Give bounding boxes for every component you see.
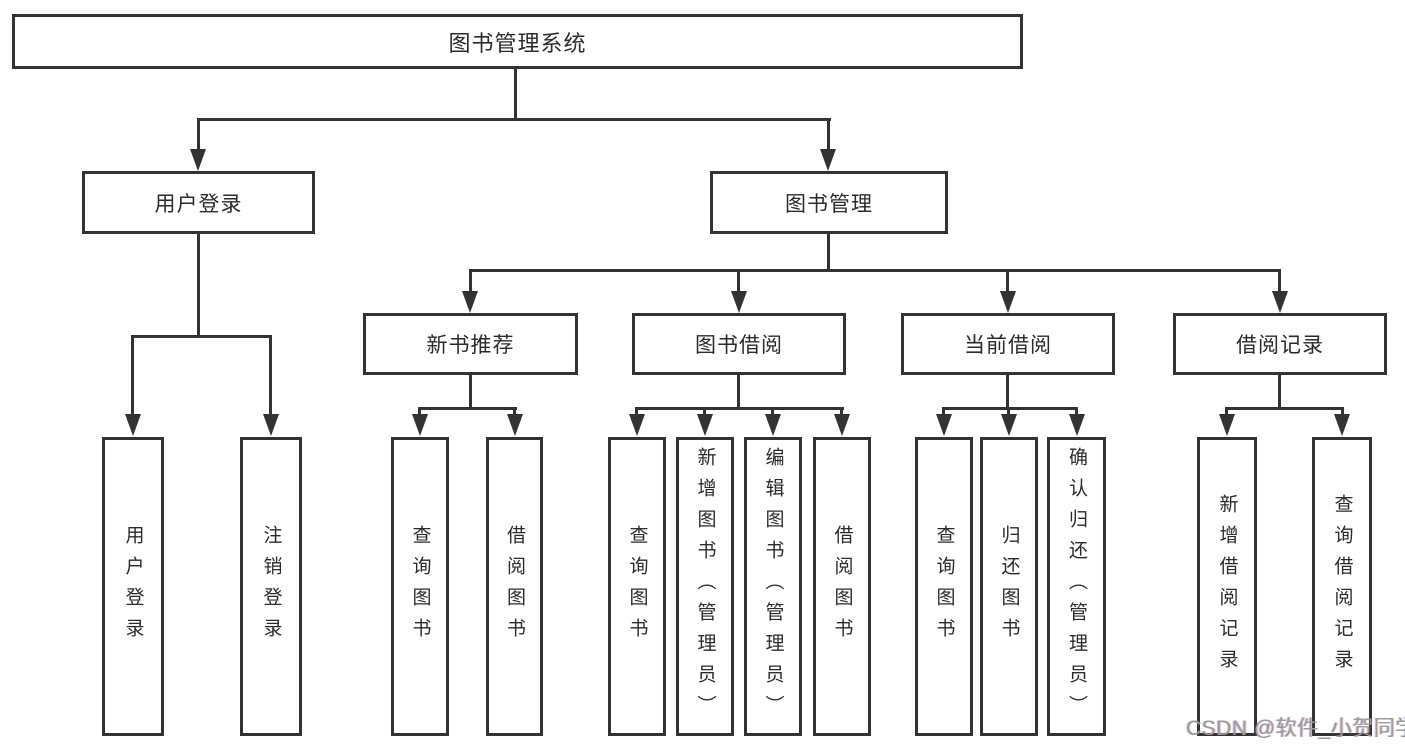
connector-br-leaf2 <box>1341 407 1344 416</box>
node-user-login-label: 用户登录 <box>154 192 243 216</box>
connector-bb-leaf2 <box>703 407 706 416</box>
leaf-br-add-record: 新增借阅记录 <box>1197 437 1257 736</box>
arrowhead-nb-leaf2-icon <box>507 414 523 436</box>
connector-nb-leaf1 <box>418 407 421 416</box>
node-current-borrow-label: 当前借阅 <box>964 334 1052 357</box>
connector-to-current-borrow <box>1006 269 1009 293</box>
leaf-user-login: 用户登录 <box>102 437 164 736</box>
connector-root-crossbar <box>197 118 831 121</box>
connector-current-borrow-stem <box>1006 375 1009 409</box>
arrowhead-to-borrow-records-icon <box>1272 291 1288 313</box>
leaf-bb-add-books-admin: 新增图书（管理员） <box>676 437 734 736</box>
connector-new-books-crossbar <box>418 407 517 410</box>
connector-root-to-book-mgmt <box>827 118 830 151</box>
arrowhead-cb-leaf2-icon <box>1001 414 1017 436</box>
arrowhead-br-leaf2-icon <box>1334 414 1350 436</box>
connector-cb-leaf1 <box>942 407 945 416</box>
leaf-bb-borrow-books: 借阅图书 <box>813 437 871 736</box>
node-borrow-records-label: 借阅记录 <box>1236 334 1324 357</box>
arrowhead-to-leaf-logout-icon <box>263 414 279 436</box>
node-new-books: 新书推荐 <box>363 313 578 375</box>
arrowhead-to-current-borrow-icon <box>1000 291 1016 313</box>
connector-current-borrow-crossbar <box>942 407 1078 410</box>
arrowhead-nb-leaf1-icon <box>412 414 428 436</box>
leaf-bb-edit-books-admin-label: 编辑图书（管理员） <box>762 447 784 726</box>
leaf-logout-label: 注销登录 <box>260 524 282 649</box>
connector-book-mgmt-stem <box>827 234 830 271</box>
connector-level3-crossbar <box>469 269 1281 272</box>
leaf-cb-confirm-return-admin-label: 确认归还（管理员） <box>1066 447 1087 726</box>
connector-new-books-stem <box>469 375 472 409</box>
leaf-cb-confirm-return-admin: 确认归还（管理员） <box>1047 437 1106 736</box>
connector-cb-leaf3 <box>1075 407 1078 416</box>
leaf-br-query-record-label: 查询借阅记录 <box>1331 493 1353 680</box>
connector-to-book-borrow <box>737 269 740 293</box>
arrowhead-to-new-books-icon <box>462 291 478 313</box>
node-root-label: 图书管理系统 <box>448 30 587 56</box>
connector-nb-leaf2 <box>513 407 516 416</box>
arrowhead-cb-leaf3-icon <box>1069 414 1085 436</box>
node-user-login: 用户登录 <box>82 171 315 234</box>
connector-user-login-stem <box>197 234 200 337</box>
arrowhead-to-leaf-login-icon <box>125 414 141 436</box>
node-book-mgmt-label: 图书管理 <box>785 192 873 216</box>
connector-bb-leaf1 <box>635 407 638 416</box>
arrowhead-to-book-borrow-icon <box>731 291 747 313</box>
csdn-watermark: CSDN @软件_小贺同学 <box>1186 717 1405 740</box>
arrowhead-to-book-mgmt-icon <box>820 149 836 171</box>
connector-cb-leaf2 <box>1007 407 1010 416</box>
connector-book-borrow-stem <box>737 375 740 409</box>
connector-to-leaf-logout <box>269 335 272 416</box>
node-borrow-records: 借阅记录 <box>1173 313 1387 375</box>
connector-book-borrow-crossbar <box>635 407 844 410</box>
leaf-cb-query-books: 查询图书 <box>915 437 973 736</box>
connector-bb-leaf3 <box>771 407 774 416</box>
arrowhead-bb-leaf1-icon <box>629 414 645 436</box>
connector-to-leaf-login <box>131 335 134 416</box>
node-book-borrow-label: 图书借阅 <box>695 334 783 357</box>
node-book-borrow: 图书借阅 <box>632 313 846 375</box>
connector-user-login-crossbar <box>131 335 272 338</box>
leaf-cb-return-books: 归还图书 <box>980 437 1038 736</box>
arrowhead-bb-leaf2-icon <box>697 414 713 436</box>
arrowhead-br-leaf1-icon <box>1219 414 1235 436</box>
node-book-mgmt: 图书管理 <box>710 171 948 234</box>
connector-to-borrow-records <box>1278 269 1281 293</box>
leaf-br-query-record: 查询借阅记录 <box>1312 437 1372 736</box>
connector-borrow-records-crossbar <box>1225 407 1344 410</box>
leaf-logout: 注销登录 <box>240 437 302 736</box>
leaf-user-login-label: 用户登录 <box>122 524 144 649</box>
leaf-cb-query-books-label: 查询图书 <box>933 524 955 649</box>
connector-br-leaf1 <box>1225 407 1228 416</box>
arrowhead-to-user-login-icon <box>190 149 206 171</box>
leaf-nb-borrow-books: 借阅图书 <box>486 437 543 736</box>
node-new-books-label: 新书推荐 <box>426 334 515 357</box>
leaf-bb-add-books-admin-label: 新增图书（管理员） <box>694 447 716 726</box>
arrowhead-cb-leaf1-icon <box>936 414 952 436</box>
leaf-bb-edit-books-admin: 编辑图书（管理员） <box>744 437 802 736</box>
leaf-bb-query-books-label: 查询图书 <box>626 524 648 649</box>
connector-to-new-books <box>469 269 472 293</box>
leaf-br-add-record-label: 新增借阅记录 <box>1216 493 1238 680</box>
leaf-nb-query-books-label: 查询图书 <box>409 524 431 649</box>
connector-borrow-records-stem <box>1278 375 1281 409</box>
connector-bb-leaf4 <box>840 407 843 416</box>
node-current-borrow: 当前借阅 <box>901 313 1115 375</box>
leaf-bb-borrow-books-label: 借阅图书 <box>831 524 853 649</box>
leaf-nb-borrow-books-label: 借阅图书 <box>504 524 525 649</box>
leaf-cb-return-books-label: 归还图书 <box>998 524 1020 649</box>
connector-root-stem <box>514 69 517 119</box>
connector-root-to-user-login <box>197 118 200 151</box>
arrowhead-bb-leaf3-icon <box>765 414 781 436</box>
node-root-library-system: 图书管理系统 <box>12 14 1023 69</box>
arrowhead-bb-leaf4-icon <box>834 414 850 436</box>
leaf-nb-query-books: 查询图书 <box>391 437 449 736</box>
leaf-bb-query-books: 查询图书 <box>608 437 666 736</box>
